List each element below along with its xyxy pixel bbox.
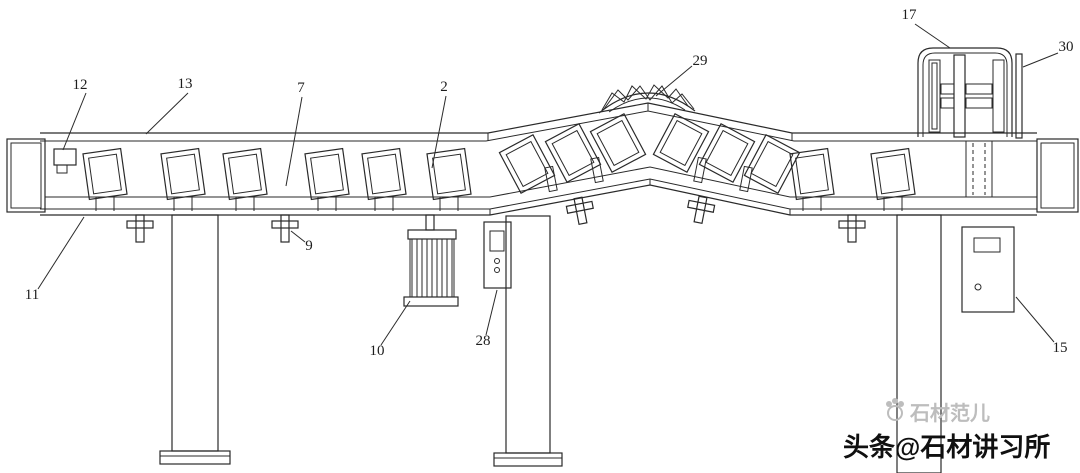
leader-11 [37,216,85,290]
left-leg [159,214,231,465]
middle-leg [493,215,563,467]
hanging-bracket [271,214,299,243]
label-30: 30 [1059,39,1074,55]
leader-30 [1022,52,1059,68]
sensor-box-12 [53,148,77,174]
slope-post [739,165,753,193]
tray [82,147,128,201]
tray-stands [95,197,903,211]
leader-17 [914,23,951,49]
label-28: 28 [476,333,491,349]
paw-icon [886,401,892,407]
label-17: 17 [902,7,918,23]
tray [743,133,801,195]
control-panel-28 [483,221,512,289]
tray [304,147,350,201]
brush-unit-10 [403,214,459,307]
watermark-byline: 头条@石材讲习所 [843,432,1050,462]
label-29: 29 [693,53,708,69]
dashed-chute [965,140,993,198]
hanging-bracket [565,196,594,225]
leader-15 [1015,296,1055,343]
tray [544,122,602,184]
hanging-bracket [838,214,866,243]
tray [698,122,756,184]
leader-12 [62,92,87,151]
reference-labels: 12 13 7 2 29 17 30 11 9 10 28 15 [25,7,1074,359]
hanging-bracket [687,195,716,224]
label-15: 15 [1053,340,1068,356]
label-2: 2 [440,79,448,95]
drive-box-15 [961,226,1015,313]
right-end-box [1036,138,1079,213]
watermark-logo: 石材范儿 [886,398,990,425]
tray [652,112,710,174]
hanging-bracket [126,214,154,243]
tray [426,147,472,201]
slope-post [590,156,604,184]
tray [361,147,407,201]
label-10: 10 [370,343,385,359]
left-leg-base [159,450,231,465]
tray [498,133,556,195]
conveyor-frame [40,102,1037,216]
leader-28 [485,289,498,336]
middle-leg-base [493,452,563,467]
label-12: 12 [73,77,88,93]
leader-13 [145,92,189,135]
gate-unit-17 [917,47,1013,138]
tray [222,147,268,201]
leader-10 [380,300,411,346]
leader-7 [285,96,303,187]
watermark-logo-text: 石材范儿 [909,401,990,425]
label-13: 13 [178,76,193,92]
leader-lines [37,23,1059,346]
label-11: 11 [25,287,39,303]
tray [789,147,835,201]
slope-post [693,156,707,184]
mesh-cover-29 [598,84,696,114]
leader-2 [431,95,447,169]
guide-rail-30 [1015,53,1023,139]
slope-post [544,165,558,193]
leader-29 [655,65,693,97]
label-7: 7 [297,80,305,96]
tray [589,112,647,174]
left-end-box [6,138,46,213]
tray [160,147,206,201]
tray [870,147,916,201]
leader-9 [290,230,306,243]
label-9: 9 [305,238,313,254]
